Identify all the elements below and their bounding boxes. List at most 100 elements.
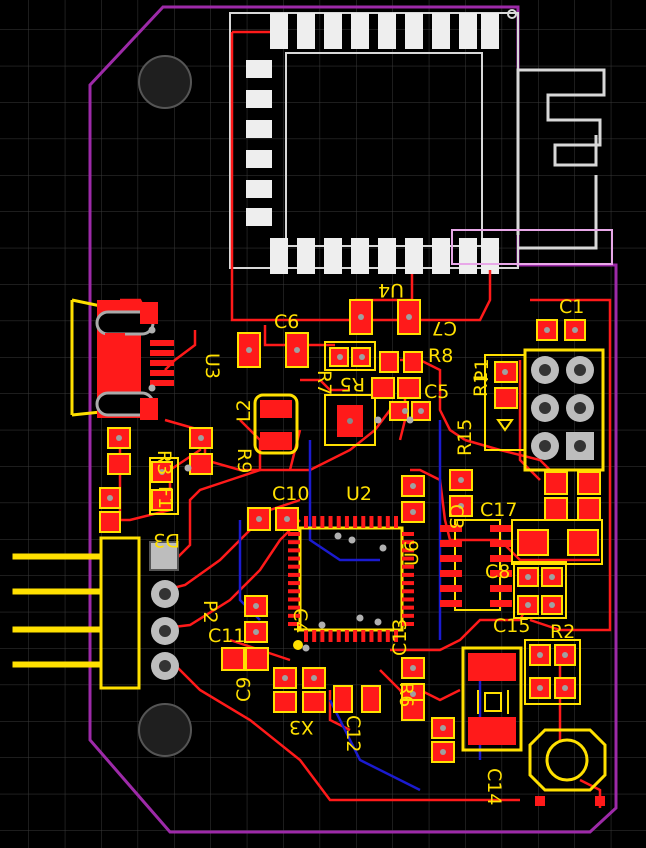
label-C15: C15 bbox=[493, 615, 530, 637]
header-p1[interactable] bbox=[523, 348, 605, 472]
mcu-pin bbox=[402, 540, 414, 545]
label-C5: C5 bbox=[424, 381, 449, 403]
mcu-pin bbox=[402, 605, 414, 610]
label-P1: P1 bbox=[471, 358, 493, 382]
mcu-pin bbox=[377, 516, 382, 528]
mcu-pin bbox=[304, 630, 308, 642]
mcu-pin bbox=[336, 630, 341, 642]
antenna-trace bbox=[451, 68, 613, 265]
vias bbox=[148, 326, 414, 652]
mcu-pin bbox=[320, 516, 325, 528]
mcu-pin bbox=[369, 516, 374, 528]
mcu-pin bbox=[288, 532, 300, 536]
mcu-pin bbox=[369, 630, 374, 642]
mounting-hole-top[interactable] bbox=[138, 55, 192, 109]
label-R3: R3 bbox=[153, 450, 175, 475]
mcu-pin bbox=[288, 581, 300, 586]
label-R7: R7 bbox=[313, 370, 335, 395]
label-C12: C12 bbox=[342, 715, 364, 752]
label-C14: C14 bbox=[483, 768, 505, 805]
mcu-pin bbox=[328, 630, 333, 642]
mcu-u2[interactable] bbox=[288, 516, 414, 650]
mcu-pin bbox=[288, 622, 300, 626]
mcu-pin bbox=[402, 572, 414, 577]
label-C11: C11 bbox=[208, 625, 245, 647]
designator-labels: C1 C5 C6 C7 C8 C10 C11 C12 C13 C14 C15 C… bbox=[153, 279, 584, 805]
mcu-pin bbox=[312, 516, 317, 528]
label-D3: D3 bbox=[153, 529, 180, 551]
mcu-pin bbox=[336, 516, 341, 528]
mcu-pin bbox=[402, 581, 414, 586]
usb-connector[interactable] bbox=[70, 298, 174, 420]
pad-center-dots bbox=[107, 314, 578, 755]
label-U6: U6 bbox=[401, 540, 423, 566]
mcu-pin bbox=[361, 516, 366, 528]
label-C7: C7 bbox=[432, 317, 457, 339]
mcu-pin bbox=[402, 548, 414, 553]
label-P2: P2 bbox=[199, 600, 221, 624]
label-L2: L2 bbox=[233, 399, 255, 422]
esp-module-u4[interactable] bbox=[229, 9, 519, 274]
mcu-pin bbox=[288, 548, 300, 553]
crystal[interactable] bbox=[461, 646, 523, 752]
mcu-pin bbox=[288, 589, 300, 594]
mcu-pin bbox=[288, 540, 300, 545]
label-X3: X3 bbox=[289, 716, 314, 738]
silkscreen-outlines bbox=[149, 341, 603, 705]
mcu-pin bbox=[394, 630, 398, 642]
label-R9: R9 bbox=[233, 448, 255, 473]
label-R1: R1 bbox=[470, 372, 492, 397]
label-R5: R5 bbox=[340, 373, 365, 395]
ic-u6[interactable] bbox=[440, 519, 512, 611]
mcu-pin bbox=[402, 564, 414, 569]
label-U3: U3 bbox=[201, 353, 223, 379]
label-R15: R15 bbox=[454, 419, 476, 456]
mcu-pin bbox=[402, 613, 414, 618]
label-C8: C8 bbox=[485, 561, 510, 583]
mcu-pin bbox=[402, 532, 414, 536]
mcu-pin bbox=[288, 597, 300, 602]
mcu-pin bbox=[344, 516, 349, 528]
label-F1: F1 bbox=[154, 486, 176, 509]
mcu-pin bbox=[288, 605, 300, 610]
mcu-pin bbox=[353, 630, 358, 642]
mcu-pin bbox=[377, 630, 382, 642]
mcu-pin bbox=[288, 564, 300, 569]
mcu-pin bbox=[385, 516, 390, 528]
label-C13: C13 bbox=[389, 619, 411, 656]
label-C4: C4 bbox=[289, 608, 311, 633]
mcu-pin bbox=[320, 630, 325, 642]
mcu-pin bbox=[288, 572, 300, 577]
mcu-pin bbox=[394, 516, 398, 528]
mcu-pin bbox=[344, 630, 349, 642]
mcu-pin bbox=[402, 589, 414, 594]
label-R2: R2 bbox=[550, 621, 575, 643]
mcu-pin bbox=[328, 516, 333, 528]
label-C9: C9 bbox=[233, 677, 255, 702]
label-C3: C3 bbox=[445, 504, 467, 529]
mcu-pin bbox=[385, 630, 390, 642]
mcu-pin bbox=[402, 556, 414, 561]
label-C6: C6 bbox=[274, 311, 299, 333]
mcu-pin bbox=[402, 622, 414, 626]
mcu-pin bbox=[361, 630, 366, 642]
label-C10: C10 bbox=[272, 483, 309, 505]
label-R8: R8 bbox=[428, 345, 453, 367]
mounting-hole-bottom[interactable] bbox=[138, 703, 192, 757]
mcu-pin bbox=[312, 630, 317, 642]
label-C1: C1 bbox=[559, 296, 584, 318]
mcu-pin bbox=[402, 597, 414, 602]
label-R6: R6 bbox=[395, 682, 417, 707]
label-C17: C17 bbox=[480, 499, 517, 521]
mcu-pin bbox=[288, 556, 300, 561]
label-U2: U2 bbox=[346, 483, 372, 505]
header-p2[interactable] bbox=[12, 536, 179, 690]
mcu-pin bbox=[288, 613, 300, 618]
mcu-pin bbox=[304, 516, 308, 528]
mcu-pin bbox=[353, 516, 358, 528]
push-button[interactable] bbox=[528, 728, 607, 806]
inductor-l2[interactable] bbox=[253, 393, 299, 455]
label-U4: U4 bbox=[378, 279, 404, 301]
